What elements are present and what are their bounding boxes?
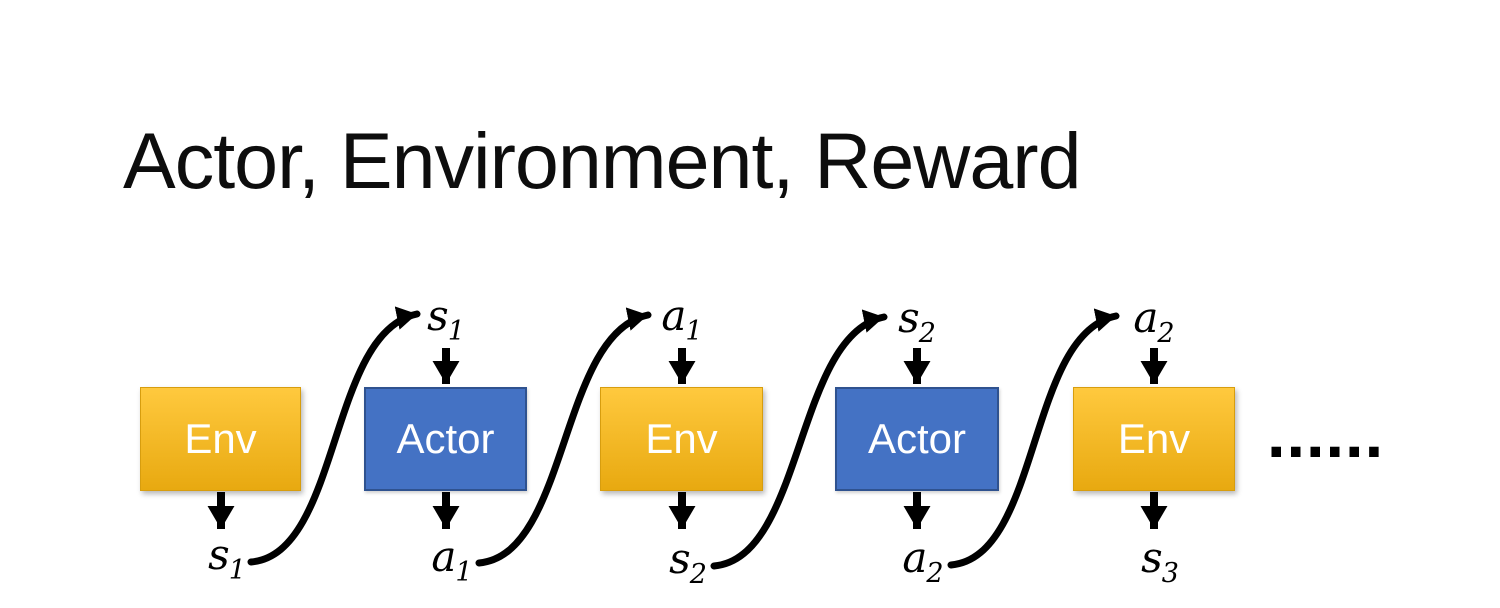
top-label-s2-base: s	[898, 293, 920, 342]
bottom-label-a1: a1	[431, 536, 473, 588]
bottom-label-a1-base: a	[431, 532, 457, 581]
top-label-s1: s1	[427, 295, 465, 347]
bottom-label-a2: a2	[902, 537, 944, 589]
curved-arrow-s2	[710, 309, 888, 570]
top-label-a2-base: a	[1133, 293, 1159, 342]
slide-title: Actor, Environment, Reward	[123, 116, 1082, 205]
bottom-label-s3: s3	[1141, 537, 1179, 589]
bottom-label-s1: s1	[208, 534, 246, 586]
env-box-3-label: Env	[1117, 415, 1191, 462]
actor-box-2: Actor	[835, 387, 999, 491]
bottom-label-s3-base: s	[1141, 533, 1163, 582]
bottom-label-a2-sub: 2	[926, 558, 944, 589]
bottom-label-s2: s2	[669, 538, 707, 590]
top-label-s2-sub: 2	[918, 318, 936, 349]
env-box-2-label: Env	[645, 415, 718, 462]
env-box-1-label: Env	[184, 415, 257, 462]
actor-box-1-label: Actor	[396, 415, 495, 462]
top-label-a1-base: a	[661, 291, 687, 340]
curved-arrow-a2	[947, 308, 1120, 569]
top-label-a1: a1	[661, 295, 703, 347]
actor-box-1: Actor	[364, 387, 527, 491]
top-label-a2-sub: 2	[1157, 318, 1175, 349]
bottom-label-s2-sub: 2	[689, 559, 707, 590]
bottom-label-s3-sub: 3	[1161, 558, 1179, 589]
env-box-1: Env	[140, 387, 301, 491]
top-label-a1-sub: 1	[685, 316, 703, 347]
top-label-s2: s2	[898, 297, 936, 349]
top-label-a2: a2	[1133, 297, 1175, 349]
bottom-label-s1-base: s	[208, 530, 230, 579]
top-label-s1-sub: 1	[447, 316, 465, 347]
bottom-label-a2-base: a	[902, 533, 928, 582]
curved-arrow-s1	[247, 306, 421, 566]
curved-arrow-a1	[475, 307, 652, 567]
env-box-3: Env	[1073, 387, 1235, 491]
bottom-label-a1-sub: 1	[455, 557, 473, 588]
actor-box-2-label: Actor	[867, 415, 967, 462]
bottom-label-s2-base: s	[669, 534, 691, 583]
top-label-s1-base: s	[427, 291, 449, 340]
bottom-label-s1-sub: 1	[228, 555, 246, 586]
env-box-2: Env	[600, 387, 763, 491]
ellipsis-dots: ......	[1266, 407, 1384, 470]
